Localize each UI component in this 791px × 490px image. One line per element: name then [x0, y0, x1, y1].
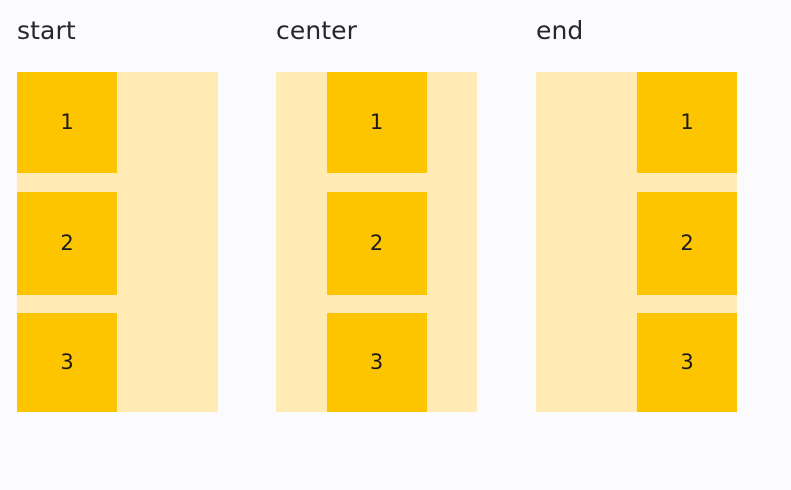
flex-item: 2	[326, 191, 427, 295]
flex-container-end: 1 2 3	[536, 72, 737, 412]
flex-container-center: 1 2 3	[276, 72, 477, 412]
column-label-end: end	[536, 16, 584, 45]
flex-item: 3	[326, 313, 427, 412]
column-label-start: start	[17, 16, 76, 45]
flex-item: 3	[637, 313, 737, 412]
column-label-center: center	[276, 16, 358, 45]
flex-item: 3	[17, 313, 117, 412]
flex-container-start: 1 2 3	[17, 72, 218, 412]
flex-item: 2	[17, 191, 117, 295]
flex-item: 1	[326, 72, 427, 173]
flex-item: 1	[17, 72, 117, 173]
flex-item: 2	[637, 191, 737, 295]
flex-item: 1	[637, 72, 737, 173]
